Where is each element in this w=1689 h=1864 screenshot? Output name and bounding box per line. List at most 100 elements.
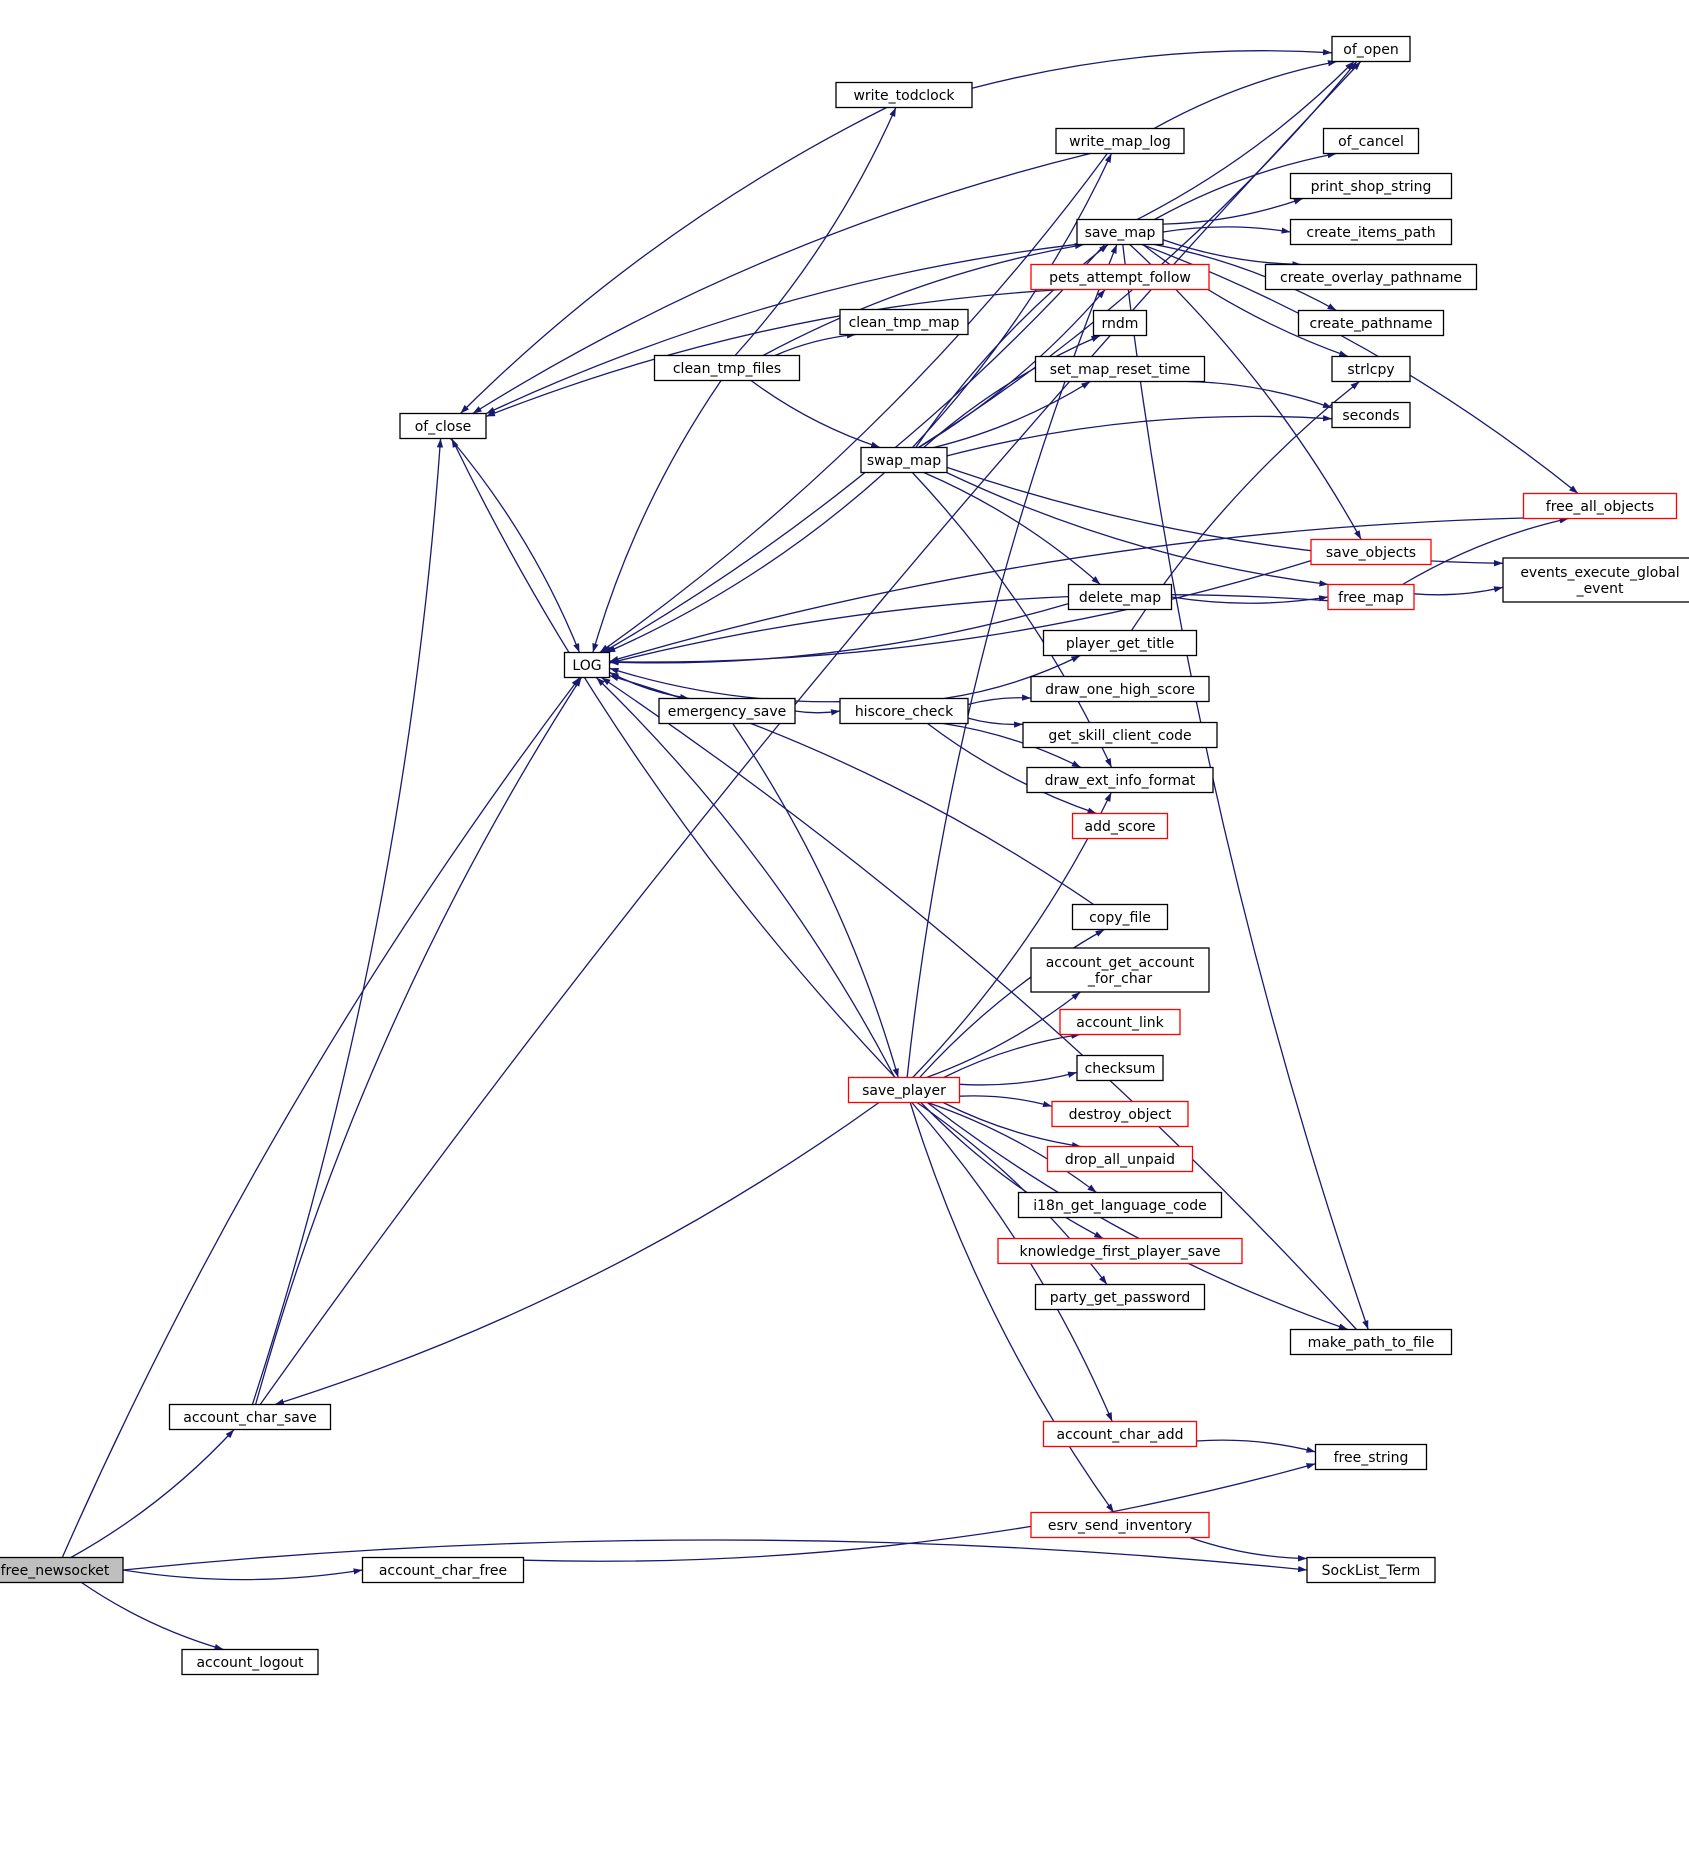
node-of-cancel[interactable]: of_cancel [1322,127,1420,155]
node-seconds[interactable]: seconds [1331,401,1411,429]
node-print-shop-string[interactable]: print_shop_string [1289,172,1453,200]
node-copy-file[interactable]: copy_file [1071,903,1169,931]
node-draw-one-high-score[interactable]: draw_one_high_score [1030,675,1210,703]
edge-save-map-to-of-open [1136,61,1355,221]
edge-save-map-to-make-path-to-file [1122,244,1369,1330]
node-box [1327,583,1415,611]
node-create-pathname[interactable]: create_pathname [1297,309,1445,337]
edge-hiscore-check-to-add-score [927,722,1097,815]
node-label: pets_attempt_follow [1049,270,1191,286]
node-box [1289,1328,1453,1356]
node-clean-tmp-files[interactable]: clean_tmp_files [653,354,801,382]
node-write-todclock[interactable]: write_todclock [835,81,973,109]
node-box [1017,1191,1223,1219]
node-label: of_cancel [1338,134,1404,150]
node-box [1051,1100,1189,1128]
node-box [1022,721,1218,749]
edge-of-close-to-LOG [450,438,581,653]
edge-account-char-save-to-of-close [251,438,444,1405]
edge-swap-map-to-seconds [946,415,1333,457]
node-create-items-path[interactable]: create_items_path [1289,218,1453,246]
edge-hiscore-check-to-LOG [609,667,841,703]
edge-set-map-reset-time-to-seconds [1188,380,1333,409]
node-label: rndm [1102,316,1139,332]
node-LOG[interactable]: LOG [563,651,611,679]
node-write-map-log[interactable]: write_map_log [1055,127,1185,155]
edge-swap-map-to-LOG [606,472,886,654]
node-label: hiscore_check [855,704,954,720]
node-clean-tmp-map[interactable]: clean_tmp_map [839,308,969,336]
edge-save-map-to-of-cancel [1154,152,1337,221]
node-destroy-object[interactable]: destroy_object [1051,1100,1189,1128]
node-free-string[interactable]: free_string [1314,1443,1428,1471]
node-save-objects[interactable]: save_objects [1310,538,1432,566]
node-strlcpy[interactable]: strlcpy [1331,355,1411,383]
node-box [1306,1556,1436,1584]
node-draw-ext-info-format[interactable]: draw_ext_info_format [1026,766,1214,794]
node-label: emergency_save [668,704,787,720]
node-pets-attempt-follow[interactable]: pets_attempt_follow [1030,263,1210,291]
node-label: draw_one_high_score [1045,682,1195,698]
node-SockList-Term[interactable]: SockList_Term [1306,1556,1436,1584]
node-free-map[interactable]: free_map [1327,583,1415,611]
node-box [1522,492,1678,520]
node-label: create_items_path [1306,225,1435,241]
edge-write-map-log-to-of-open [1153,60,1338,130]
node-free-all-objects[interactable]: free_all_objects [1522,492,1678,520]
edge-save-player-to-account-link [943,1032,1081,1079]
node-player-get-title[interactable]: player_get_title [1042,629,1198,657]
node-of-close[interactable]: of_close [399,412,487,440]
node-account-char-save[interactable]: account_char_save [168,1403,332,1431]
node-delete-map[interactable]: delete_map [1067,583,1173,611]
node-box [1297,309,1445,337]
node-label: create_overlay_pathname [1280,270,1462,286]
node-save-map[interactable]: save_map [1076,218,1164,246]
edge-hiscore-check-to-player-get-title [943,654,1081,700]
node-box [1331,35,1411,63]
node-hiscore-check[interactable]: hiscore_check [839,697,969,725]
edge-save-map-to-LOG [602,244,1106,654]
node-box [1092,309,1148,337]
node-add-score[interactable]: add_score [1071,812,1169,840]
node-i18n-get-language-code[interactable]: i18n_get_language_code [1017,1191,1223,1219]
node-set-map-reset-time[interactable]: set_map_reset_time [1034,355,1206,383]
node-account-char-add[interactable]: account_char_add [1042,1420,1198,1448]
node-knowledge-first-player-save[interactable]: knowledge_first_player_save [997,1237,1243,1265]
edge-clean-tmp-files-to-save-map [762,242,1085,357]
edge-emergency-save-to-hiscore-check [794,709,841,716]
node-label: events_execute_global [1520,565,1679,581]
node-account-logout[interactable]: account_logout [181,1648,319,1676]
node-label: checksum [1085,1061,1156,1077]
edge-write-todclock-to-of-close [459,106,887,414]
node-esrv-send-inventory[interactable]: esrv_send_inventory [1030,1511,1210,1539]
edge-swap-map-to-set-map-reset-time [933,380,1091,449]
edge-free-newsocket-to-LOG [61,677,581,1558]
node-drop-all-unpaid[interactable]: drop_all_unpaid [1046,1145,1194,1173]
node-emergency-save[interactable]: emergency_save [658,697,796,725]
node-make-path-to-file[interactable]: make_path_to_file [1289,1328,1453,1356]
node-party-get-password[interactable]: party_get_password [1034,1283,1206,1311]
node-account-link[interactable]: account_link [1059,1008,1181,1036]
node-box [860,446,948,474]
node-box [835,81,973,109]
edge-hiscore-check-to-draw-one-high-score [967,694,1032,706]
edge-save-player-to-destroy-object [959,1095,1053,1108]
node-label: account_char_free [379,1563,507,1579]
node-of-open[interactable]: of_open [1331,35,1411,63]
node-swap-map[interactable]: swap_map [860,446,948,474]
node-checksum[interactable]: checksum [1076,1054,1164,1082]
edge-account-char-save-to-LOG [254,677,582,1405]
node-save-player[interactable]: save_player [847,1076,961,1104]
node-box [1046,1145,1194,1173]
node-account-get-account-for-char[interactable]: account_get_account_for_char [1030,947,1210,993]
node-account-char-free[interactable]: account_char_free [361,1556,525,1584]
node-box [1059,1008,1181,1036]
node-create-overlay-pathname[interactable]: create_overlay_pathname [1264,263,1478,291]
node-get-skill-client-code[interactable]: get_skill_client_code [1022,721,1218,749]
node-free-newsocket[interactable]: free_newsocket [0,1556,124,1584]
node-label: esrv_send_inventory [1048,1518,1192,1534]
edge-delete-map-to-free-map [1171,595,1329,604]
node-events-execute-global-event[interactable]: events_execute_global_event [1502,557,1689,603]
node-rndm[interactable]: rndm [1092,309,1148,337]
